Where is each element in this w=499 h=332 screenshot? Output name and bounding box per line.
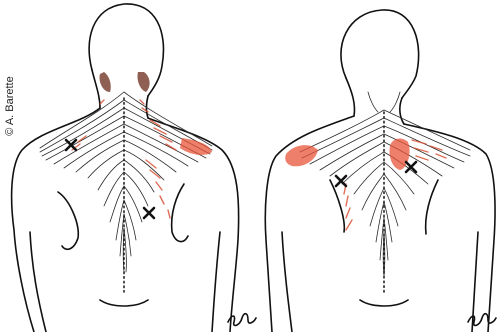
arm-crease-right bbox=[212, 232, 220, 332]
neck-right-left-side bbox=[346, 78, 355, 116]
trigger-point-left-1 bbox=[66, 140, 76, 150]
neck-left-side bbox=[92, 70, 100, 108]
scapula-right bbox=[172, 184, 188, 242]
arm-crease-left bbox=[30, 232, 46, 332]
pain-scalp-left-b bbox=[137, 72, 149, 92]
neck-right-right-side bbox=[400, 98, 404, 124]
torso-outline-left bbox=[12, 108, 100, 332]
artist-signature-left bbox=[228, 314, 256, 326]
scapula-left bbox=[58, 192, 78, 249]
pain-shoulder-right-a bbox=[285, 145, 318, 166]
pain-areas-left-figure bbox=[72, 72, 212, 218]
lower-back-left bbox=[100, 300, 148, 306]
arm-crease-right-fig-left bbox=[282, 232, 292, 332]
head-outline-right bbox=[341, 10, 419, 98]
lower-back-right bbox=[360, 300, 408, 306]
pain-shoulder-right-b bbox=[389, 139, 409, 170]
trapezius-fibers-left bbox=[40, 92, 212, 272]
back-figure-right bbox=[265, 10, 495, 332]
trigger-point-left-2 bbox=[144, 208, 154, 218]
back-figure-left bbox=[12, 4, 239, 332]
pain-scalp-left-a bbox=[99, 72, 110, 92]
scapula-right-fig-left bbox=[330, 180, 344, 232]
trapezius-fibers-right bbox=[300, 92, 470, 276]
scapula-right-fig-right bbox=[426, 180, 438, 234]
